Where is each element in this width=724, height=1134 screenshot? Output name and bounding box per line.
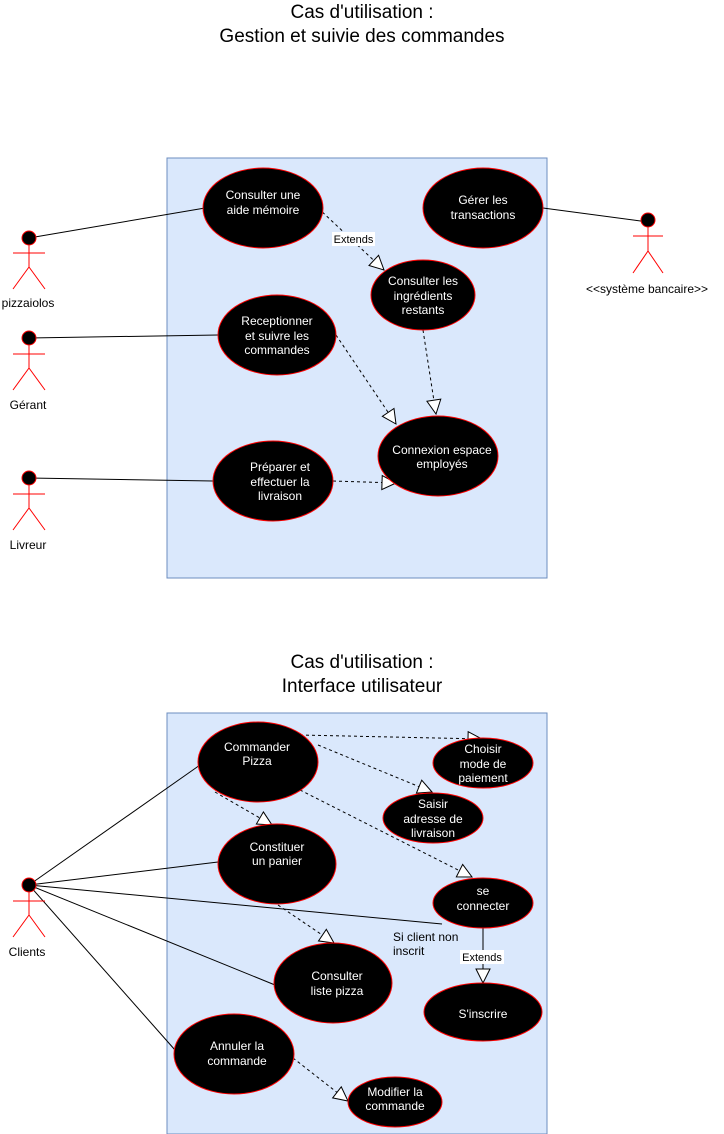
extends-label-2: Extends <box>462 952 502 964</box>
usecase-label-line: Saisir <box>418 797 448 811</box>
actor-label-gerant: Gérant <box>10 398 47 412</box>
include-ingredients-connexion <box>422 329 436 414</box>
association-banque-transactions <box>542 207 649 223</box>
usecase-connexion-espace-employes[interactable]: Connexion espace employés <box>377 415 499 497</box>
association-clients-consulter <box>28 884 276 986</box>
actor-systeme-bancaire <box>632 212 664 274</box>
note-line: Si client non <box>393 930 458 944</box>
usecase-label-line: paiement <box>458 771 508 785</box>
actor-pizzaiolos <box>12 230 46 290</box>
associations-diagram1 <box>28 207 649 482</box>
usecase-label-line: commande <box>365 1099 425 1113</box>
include-commander-panier <box>214 791 272 825</box>
diagram2-title-line1: Cas d'utilisation : <box>290 652 434 673</box>
usecase-constituer-panier[interactable]: Constituer un panier <box>217 823 337 905</box>
usecase-se-connecter[interactable]: se connecter <box>432 877 534 929</box>
usecase-label-line: Consulter <box>311 969 362 983</box>
actor-label-clients: Clients <box>9 945 46 959</box>
usecase-label-line: liste pizza <box>311 984 364 998</box>
include-commander-connecter <box>299 789 472 877</box>
usecase-annuler-commande[interactable]: Annuler la commande <box>173 1013 295 1095</box>
extends-label-bg-1 <box>332 232 375 246</box>
extends-label-bg-2 <box>460 950 504 964</box>
usecase-label-line: employés <box>416 457 467 471</box>
usecase-preparer-livraison[interactable]: Préparer et effectuer la livraison <box>212 440 334 522</box>
usecase-label-line: et suivre les <box>245 329 309 343</box>
actor-gerant <box>12 330 46 391</box>
actor-clients <box>12 877 46 938</box>
usecase-label-line: Receptionner <box>241 314 312 328</box>
usecase-sinscrire[interactable]: S'inscrire <box>423 982 543 1042</box>
include-panier-consulter <box>277 904 334 943</box>
usecase-label-line: Constituer <box>250 840 305 854</box>
usecase-commander-pizza[interactable]: Commander Pizza <box>197 721 319 803</box>
actor-livreur <box>12 470 46 531</box>
usecase-consulter-ingredients[interactable]: Consulter les ingrédients restants <box>370 259 476 331</box>
diagram1-title-line1: Cas d'utilisation : <box>290 2 434 23</box>
usecase-consulter-liste-pizza[interactable]: Consulter liste pizza <box>273 942 393 1024</box>
usecase-label-line: Gérer les <box>458 193 507 207</box>
relationships-diagram1 <box>317 207 436 483</box>
diagram1-title-line2: Gestion et suivie des commandes <box>219 26 505 47</box>
usecase-label-line: Consulter les <box>388 274 458 288</box>
usecase-label-line: livraison <box>411 826 455 840</box>
usecase-label-line: livraison <box>258 489 302 503</box>
usecase-label-line: commandes <box>244 343 309 357</box>
association-gerant-receptionner <box>28 334 219 339</box>
association-pizzaiolos-aide <box>28 207 206 239</box>
usecase-consulter-aide[interactable]: Consulter une aide mémoire <box>202 167 324 249</box>
association-clients-connecter <box>28 884 443 925</box>
association-clients-commander <box>28 764 201 886</box>
usecase-label-line: S'inscrire <box>459 1007 508 1021</box>
usecase-label-line: transactions <box>451 208 516 222</box>
usecase-label-line: effectuer la <box>250 475 309 489</box>
associations-diagram2 <box>28 764 484 1051</box>
association-clients-annuler <box>28 884 176 1051</box>
association-clients-panier <box>28 861 219 886</box>
include-preparer-connexion <box>332 481 396 483</box>
usecase-label-line: Commander <box>224 740 290 754</box>
extends-label-1: Extends <box>334 234 374 246</box>
usecase-gerer-transactions[interactable]: Gérer les transactions <box>422 167 544 249</box>
usecase-label-line: Modifier la <box>367 1085 423 1099</box>
include-commander-paiement <box>299 735 482 739</box>
usecase-label-line: Connexion espace <box>392 443 492 457</box>
usecase-label-line: aide mémoire <box>227 203 300 217</box>
diagram2-title-line2: Interface utilisateur <box>281 676 443 697</box>
usecase-label-line: Pizza <box>242 754 272 768</box>
usecase-saisir-adresse[interactable]: Saisir adresse de livraison <box>382 792 484 844</box>
usecase-choisir-paiement[interactable]: Choisir mode de paiement <box>432 737 534 789</box>
usecase-label-line: commande <box>207 1054 267 1068</box>
usecase-modifier-commande[interactable]: Modifier la commande <box>347 1076 443 1128</box>
note-line: inscrit <box>393 944 425 958</box>
usecase-label-line: adresse de <box>403 812 463 826</box>
actor-label-livreur: Livreur <box>10 538 47 552</box>
usecase-label-line: Consulter une <box>226 188 301 202</box>
actor-label-pizzaiolos: pizzaiolos <box>2 296 55 310</box>
usecase-label-line: Choisir <box>464 742 501 756</box>
usecase-receptionner[interactable]: Receptionner et suivre les commandes <box>217 294 337 376</box>
usecase-label-line: se <box>477 884 490 898</box>
include-commander-adresse <box>317 744 432 792</box>
association-livreur-preparer <box>28 477 214 482</box>
relationships-diagram2 <box>214 735 482 1101</box>
usecase-label-line: un panier <box>252 854 302 868</box>
actor-label-systeme-bancaire: <<système bancaire>> <box>586 282 708 296</box>
usecase-label-line: mode de <box>460 757 507 771</box>
usecase-label-line: Annuler la <box>210 1039 264 1053</box>
usecase-label-line: restants <box>402 303 445 317</box>
usecase-label-line: ingrédients <box>394 289 453 303</box>
usecase-label-line: connecter <box>457 899 510 913</box>
usecase-label-line: Préparer et <box>250 460 311 474</box>
